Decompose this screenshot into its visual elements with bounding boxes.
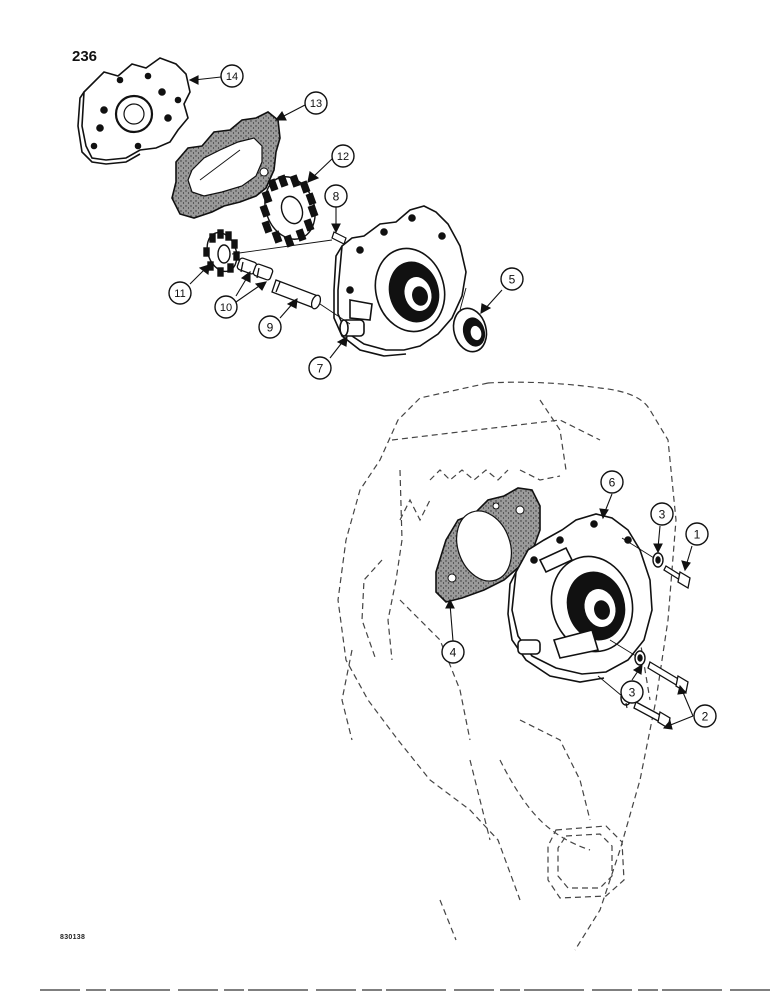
gasket-upper — [171, 111, 281, 219]
callout-10: 10 — [214, 295, 238, 319]
callout-11: 11 — [168, 281, 192, 305]
callout-7: 7 — [308, 356, 332, 380]
callout-5-label: 5 — [509, 273, 516, 287]
dowel-pin — [331, 231, 347, 245]
callout-3-lower: 3 — [620, 680, 644, 704]
drive-gear — [203, 229, 240, 277]
pump-housing-exploded — [333, 205, 467, 357]
driven-gear — [259, 174, 319, 248]
callout-3-upper-label: 3 — [659, 508, 666, 522]
callout-13-label: 13 — [310, 98, 322, 110]
callout-12: 12 — [331, 144, 355, 168]
bolt-lower — [633, 701, 671, 730]
callout-6: 6 — [600, 470, 624, 494]
callout-4: 4 — [441, 640, 465, 664]
page-number: 236 — [72, 48, 98, 65]
bolt-upper — [663, 565, 691, 590]
callout-1: 1 — [685, 522, 709, 546]
callout-13: 13 — [304, 91, 328, 115]
callout-6-label: 6 — [609, 476, 616, 490]
pump-assembly-mounted — [507, 513, 653, 683]
callout-5: 5 — [500, 267, 524, 291]
figure-code: 830138 — [60, 934, 86, 941]
oil-seal — [452, 307, 488, 353]
callout-1-label: 1 — [694, 528, 701, 542]
transmission-housing-outline — [337, 381, 677, 951]
callout-8: 8 — [324, 184, 348, 208]
callout-12-label: 12 — [337, 151, 349, 163]
callout-8-label: 8 — [333, 190, 340, 204]
rear-cover-plate — [77, 57, 191, 165]
callout-9: 9 — [258, 315, 282, 339]
callout-2-label: 2 — [702, 710, 709, 724]
bushings — [236, 257, 274, 281]
callout-4-label: 4 — [450, 646, 457, 660]
callout-7-label: 7 — [317, 362, 324, 376]
callout-14: 14 — [220, 64, 244, 88]
callout-14-label: 14 — [226, 71, 238, 83]
callout-9-label: 9 — [267, 321, 274, 335]
callout-leaders — [188, 75, 694, 730]
washer-middle — [634, 650, 646, 666]
idler-shaft — [271, 279, 322, 310]
callout-2: 2 — [693, 704, 717, 728]
callout-10-label: 10 — [220, 302, 232, 314]
gasket-lower — [435, 487, 541, 603]
alignment-lines — [199, 149, 655, 697]
callout-3-lower-label: 3 — [629, 686, 636, 700]
callout-11-label: 11 — [174, 288, 185, 300]
bolt-middle — [647, 661, 689, 694]
washer-upper — [652, 552, 664, 568]
callout-3-upper: 3 — [650, 502, 674, 526]
